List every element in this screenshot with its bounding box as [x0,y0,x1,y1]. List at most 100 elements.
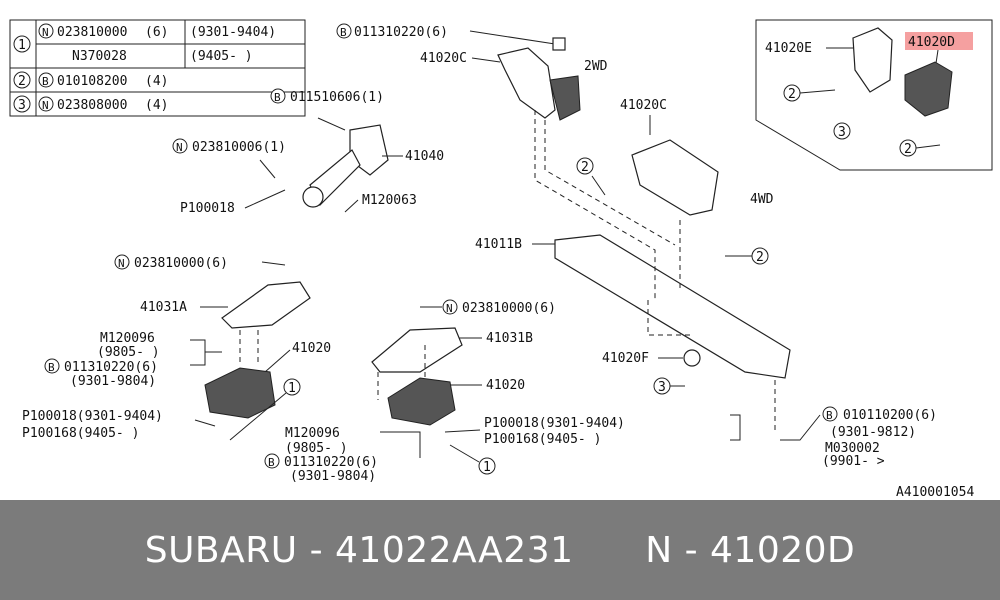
callout-3-icon [13,95,31,113]
crossmember-41011b [554,234,791,379]
legend-row1-part: 023810000 [57,25,127,40]
label-b-011310220-a: 011310220(6) [64,360,158,375]
label-m030002: M030002 [825,441,880,456]
label-p100168-c: P100168(9405- ) [484,432,601,447]
label-b-011310220-b: 011310220(6) [284,455,378,470]
label-9301-9812: (9301-9812) [830,425,916,440]
label-41040: 41040 [405,149,444,164]
legend-row2-part: N370028 [72,49,127,64]
legend-row2-range: (9405- ) [190,49,253,64]
b-code-letter: B [274,91,281,104]
bracket-41020c-top [497,47,556,119]
b-code-icon [822,406,838,422]
b-code-letter: B [268,456,275,469]
legend-row4-part: 023808000 [57,98,127,113]
callout-2-text: 2 [904,142,912,157]
separator: - [684,529,699,571]
b-code-icon [336,23,352,39]
bushing-shape [302,186,324,208]
label-41020f: 41020F [602,351,649,366]
b-code-letter: B [826,409,833,422]
label-41020d: 41020D [908,35,955,50]
callout-1-icon [283,378,301,396]
label-41031b: 41031B [486,331,533,346]
legend-row1-num: 1 [18,38,26,53]
callout-2-icon [13,71,31,89]
label-n-023810000-b: 023810000(6) [462,301,556,316]
n-code-letter: N [176,141,183,154]
bracket-41020c-mid [631,139,719,216]
legend-row4-qty: (4) [145,98,168,113]
mount-41020d [904,61,953,117]
callout-3-text: 3 [838,125,846,140]
reference-number: 41020D [710,529,856,571]
callout-2-text: 2 [788,87,796,102]
label-9901: (9901- > [822,454,885,469]
label-9301-9804-b: (9301-9804) [290,469,376,484]
callout-1-text: 1 [483,460,491,475]
label-4wd: 4WD [750,192,774,207]
separator: - [309,529,324,571]
callout-3-text: 3 [658,380,666,395]
highlight-41020d [905,32,973,50]
legend-row4-code: N [42,99,49,112]
label-9805-b: (9805- ) [285,441,348,456]
label-41031a: 41031A [140,300,187,315]
part-number: 41022AA231 [335,529,574,571]
callout-1-icon [13,35,31,53]
brand-name: SUBARU [144,529,298,571]
label-41020c-top: 41020C [420,51,467,66]
mount-41020-a [204,367,276,419]
n-code-icon [442,299,458,315]
label-9301-9804-a: (9301-9804) [70,374,156,389]
n-code-icon [172,138,188,154]
b-code-letter: B [48,361,55,374]
bracket-41020c-top-pad [549,75,581,121]
label-b-011510606: 011510606(1) [290,90,384,105]
label-b-011310220-top: 011310220(6) [354,25,448,40]
label-b-010110200: 010110200(6) [843,408,937,423]
legend-row1-qty: (6) [145,25,168,40]
diagram-id: A410001054 [896,485,974,500]
n-code-icon [38,23,54,39]
legend-row1-code: N [42,26,49,39]
label-41020-a: 41020 [292,341,331,356]
n-code-letter: N [118,257,125,270]
legend-row3-code: B [42,75,49,88]
label-41020e: 41020E [765,41,812,56]
b-code-icon [38,72,54,88]
label-41011b: 41011B [475,237,522,252]
legend-row3-num: 2 [18,74,26,89]
callout-3-icon [833,122,851,140]
label-m120096-b: M120096 [285,426,340,441]
nut-41020f [683,349,701,367]
inset-box [755,19,993,171]
n-code-icon [114,254,130,270]
legend-row3-qty: (4) [145,74,168,89]
n-code-icon [38,96,54,112]
label-41020c-mid: 41020C [620,98,667,113]
legend-row3-part: 010108200 [57,74,127,89]
n-code-letter: N [446,302,453,315]
legend-table: 1 N 023810000 (6) (9301-9404) N370028 (9… [9,19,306,117]
legend-row1-range: (9301-9404) [190,25,276,40]
mount-41020-b [387,377,456,426]
label-p100018-c: P100018(9301-9404) [484,416,625,431]
label-p100018-a: P100018 [180,201,235,216]
b-code-icon [44,358,60,374]
bolt-shape [552,37,566,51]
callout-1-icon [478,457,496,475]
bracket-41031a [221,281,311,329]
exploded-parts-diagram: 1 N 023810000 (6) (9301-9404) N370028 (9… [9,19,993,500]
b-code-icon [264,453,280,469]
part-info-banner: SUBARU - 41022AA231 N - 41020D [0,500,1000,600]
b-code-letter: B [340,26,347,39]
callout-2-text: 2 [581,160,589,175]
label-9805-a: (9805- ) [97,345,160,360]
callout-2-icon [576,157,594,175]
bracket-41020e [852,27,893,93]
bracket-41031b [371,327,463,373]
label-41020-b: 41020 [486,378,525,393]
label-m120096-a: M120096 [100,331,155,346]
label-n-023810000-a: 023810000(6) [134,256,228,271]
